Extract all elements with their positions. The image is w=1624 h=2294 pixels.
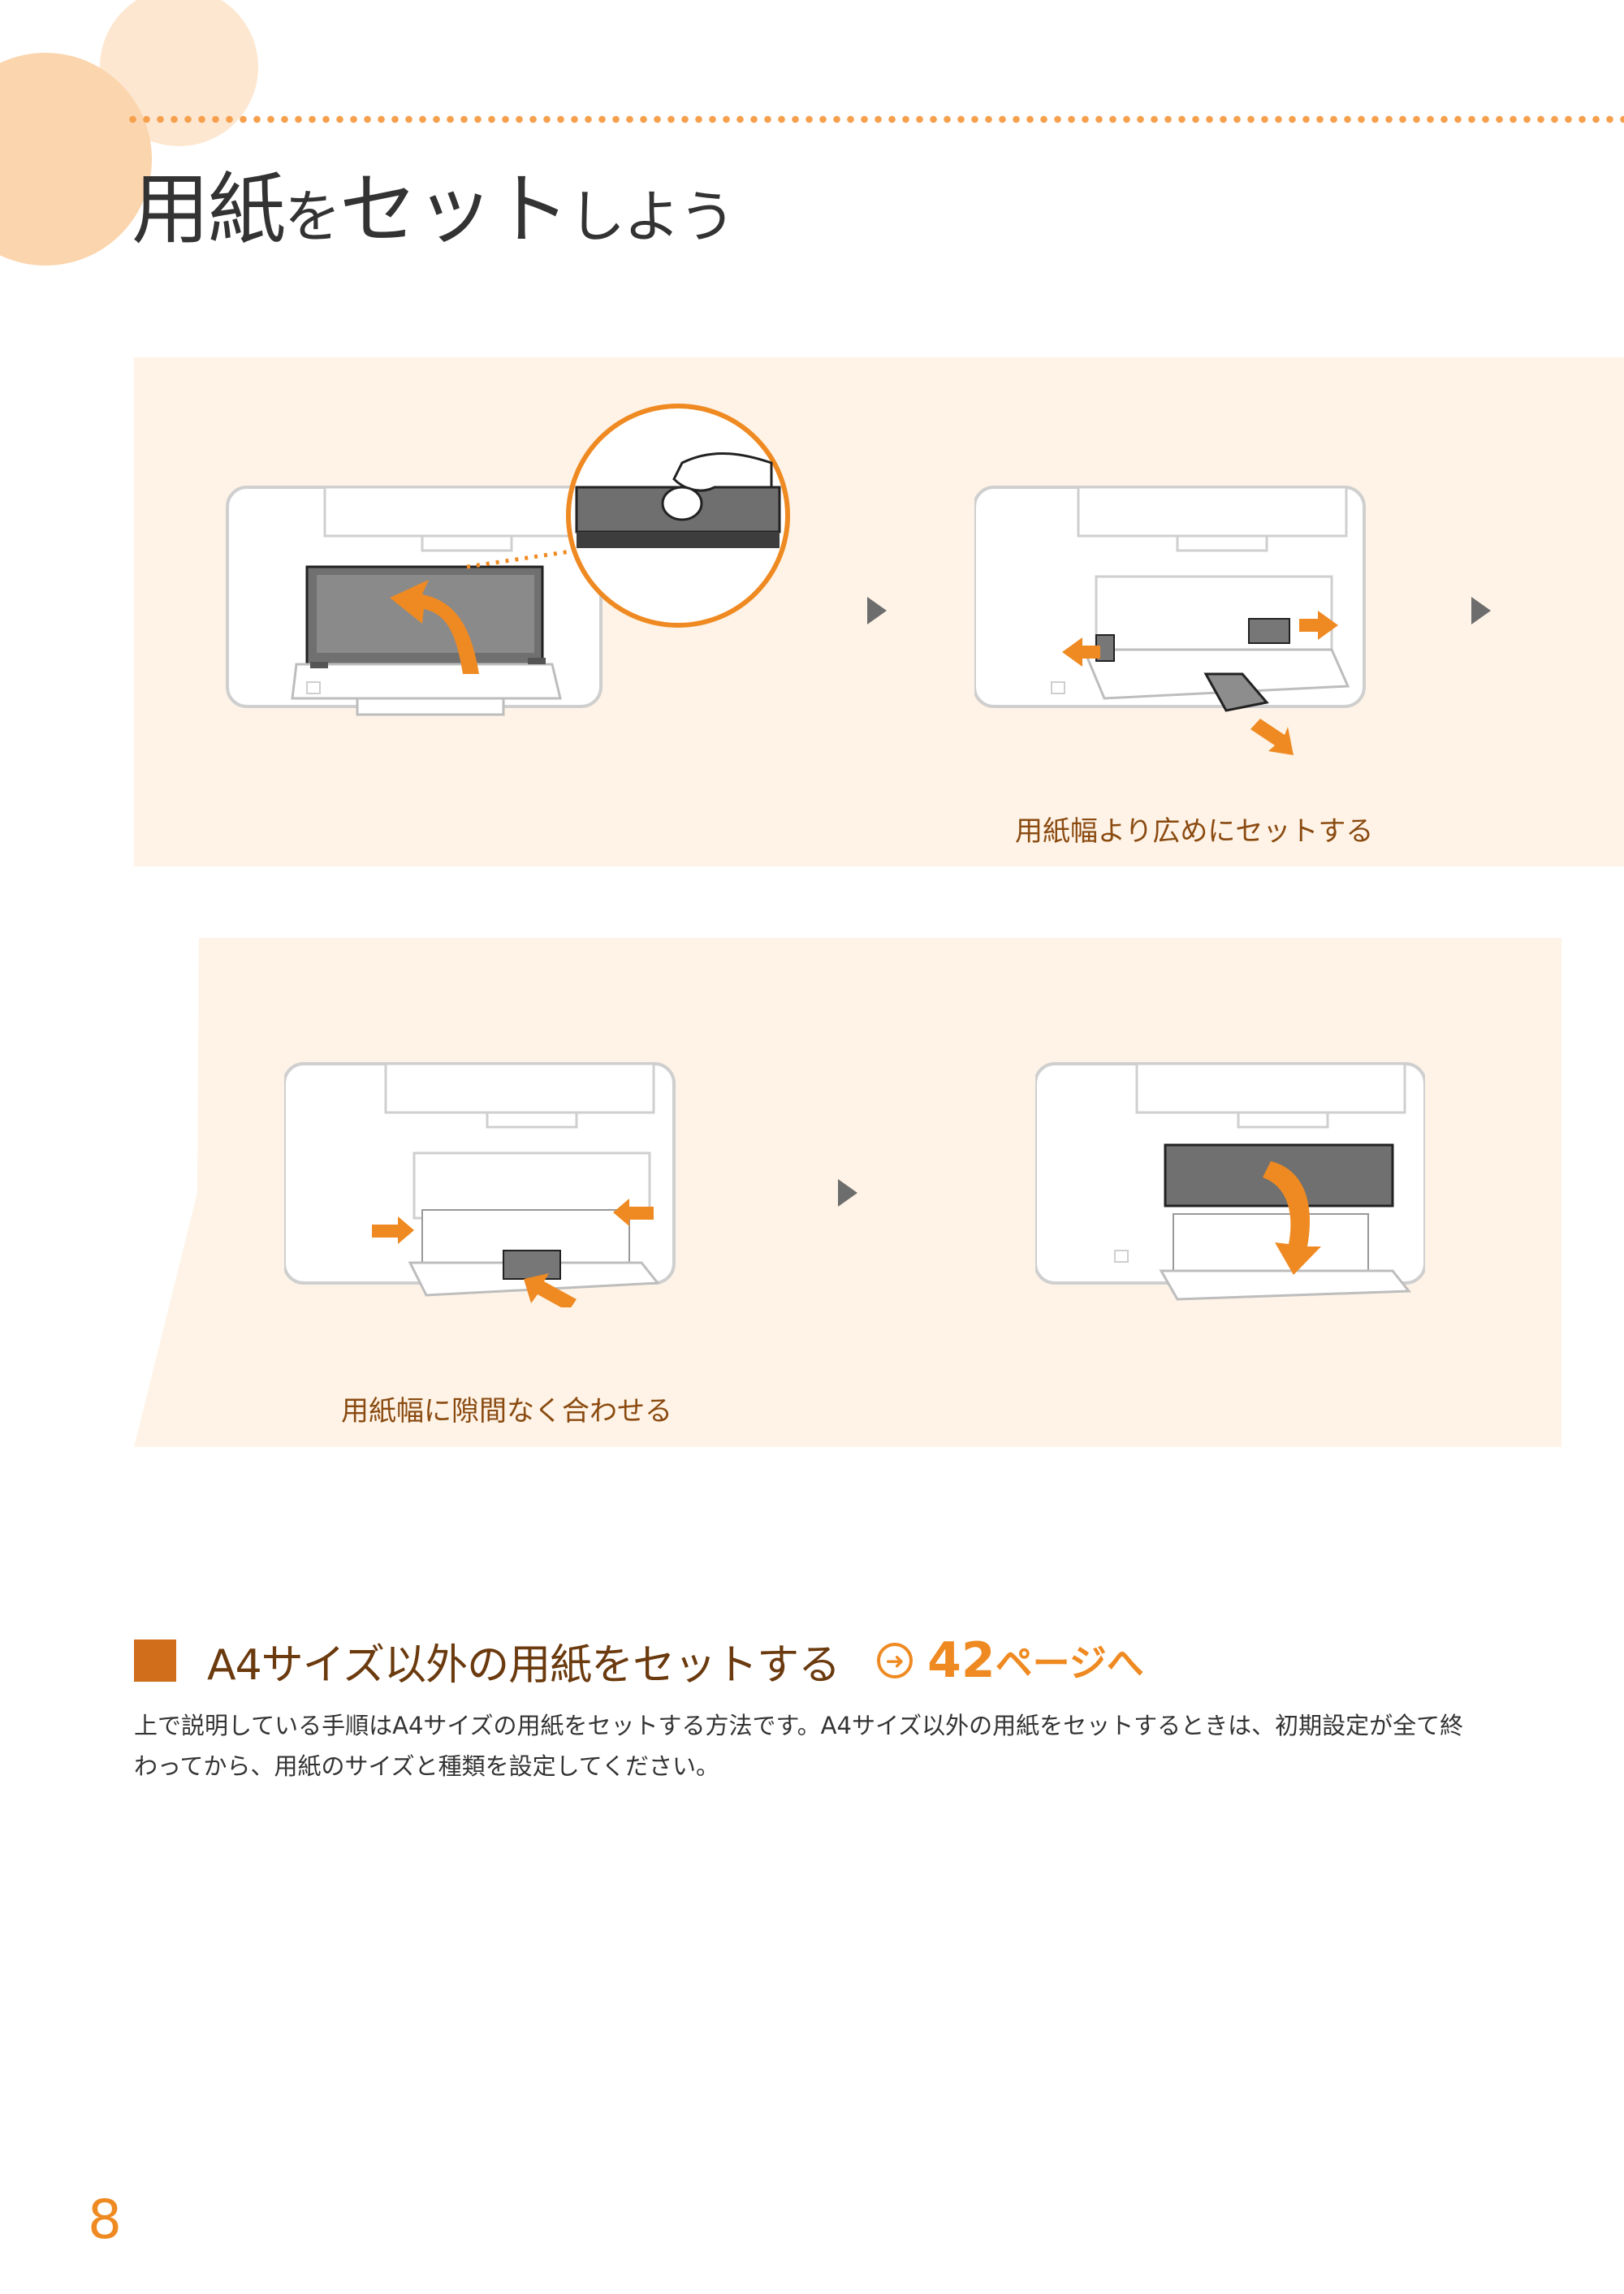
dotted-rule xyxy=(126,115,1624,123)
zoom-detail-circle xyxy=(566,404,790,628)
section-body: 上で説明している手順はA4サイズの用紙をセットする方法です。A4サイズ以外の用紙… xyxy=(134,1705,1514,1786)
printer-illustration-load-paper xyxy=(284,1062,676,1307)
body-line-1: 上で説明している手順はA4サイズの用紙をセットする方法です。A4サイズ以外の用紙… xyxy=(134,1712,1464,1739)
step-arrow-icon xyxy=(838,1179,857,1207)
page-reference-number[interactable]: 42 xyxy=(927,1632,996,1689)
section-heading-text: A4サイズ以外の用紙をセットする xyxy=(207,1640,840,1690)
page-number: 8 xyxy=(88,2188,122,2251)
heading-square-icon xyxy=(134,1639,176,1682)
step-arrow-icon xyxy=(867,597,887,624)
body-line-2: わってから、用紙のサイズと種類を設定してください。 xyxy=(134,1752,719,1780)
page-title: 用紙をセットしよう xyxy=(132,164,736,255)
page-reference-suffix[interactable]: ページへ xyxy=(995,1641,1144,1685)
panel2-caption: 用紙幅に隙間なく合わせる xyxy=(341,1395,672,1428)
panel1-caption: 用紙幅より広めにセットする xyxy=(1015,815,1374,848)
printer-illustration-close-cover xyxy=(1035,1062,1425,1301)
step-arrow-icon xyxy=(1471,597,1491,624)
printer-illustration-paper-guides xyxy=(974,486,1366,755)
section-heading: A4サイズ以外の用紙をセットする ➜ 42 ページへ xyxy=(134,1632,1144,1690)
page-reference-icon[interactable]: ➜ xyxy=(877,1643,914,1678)
